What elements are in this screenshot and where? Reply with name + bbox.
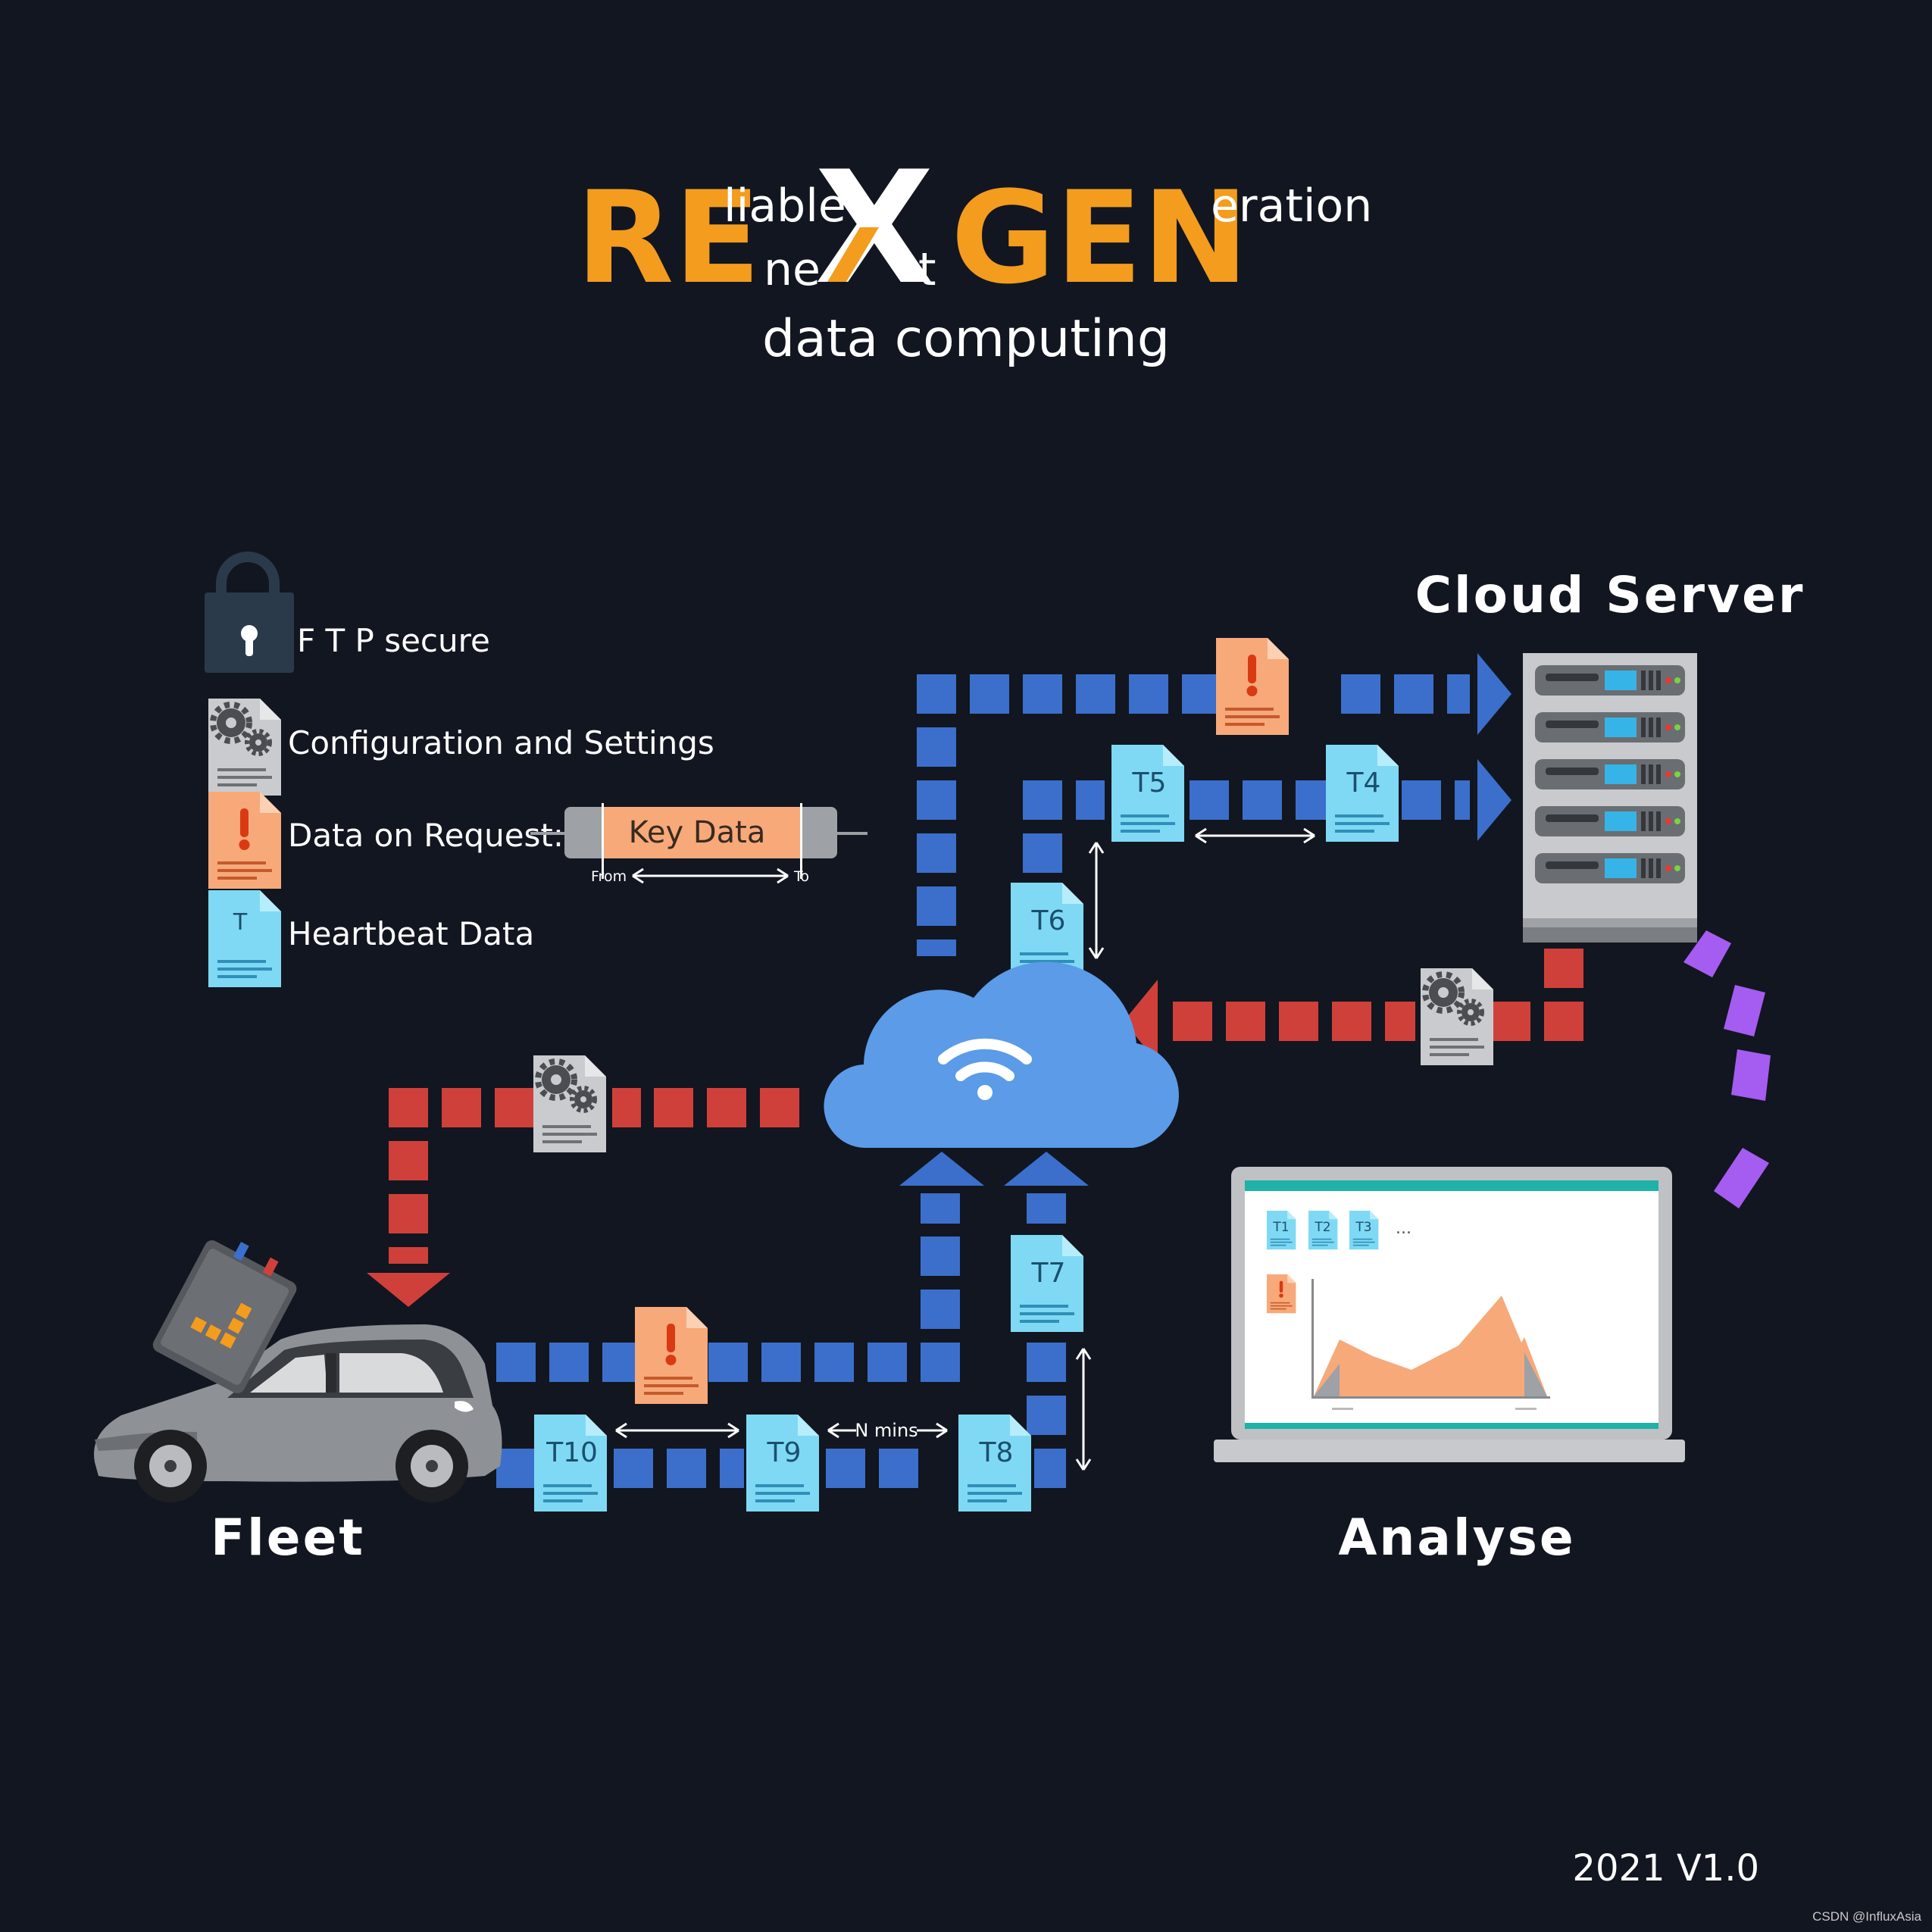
laptop-packet-t3: T3 <box>1349 1211 1379 1250</box>
legend: F T P secure Configuration and Settings … <box>205 552 868 987</box>
title-re: RE <box>576 164 761 312</box>
laptop-ellipsis: ... <box>1396 1219 1411 1238</box>
title-t: t <box>918 243 936 296</box>
laptop-packet-t2-label: T2 <box>1314 1220 1330 1235</box>
config-packet-left <box>533 1055 606 1152</box>
title-eration: eration <box>1211 180 1372 233</box>
heartbeat-doc-icon: T <box>208 890 281 987</box>
legend-config-label: Configuration and Settings <box>288 724 714 761</box>
watermark: CSDN @InfluxAsia <box>1812 1909 1921 1924</box>
packet-t7-label: T7 <box>1031 1258 1066 1289</box>
packet-t4-label: T4 <box>1346 767 1381 799</box>
request-packet-top <box>1216 638 1289 735</box>
packet-t9-label: T9 <box>767 1437 802 1468</box>
heartbeat-uplink-middle <box>1023 759 1512 873</box>
title-gen: GEN <box>951 164 1249 312</box>
legend-heartbeat-label: Heartbeat Data <box>288 915 534 952</box>
key-data-from-label: From <box>591 868 627 885</box>
version-label: 2021 V1.0 <box>1572 1847 1759 1890</box>
legend-request-label: Data on Request: <box>288 817 564 854</box>
wifi-icon <box>938 1038 1032 1100</box>
cloud-server-label: Cloud Server <box>1415 566 1805 624</box>
cloud-server-icon <box>1523 653 1697 943</box>
packet-t7: T7 <box>1011 1235 1083 1332</box>
heartbeat-uplink-bottom <box>496 1152 1089 1488</box>
interval-arrow-t9-t10 <box>615 1422 739 1439</box>
config-packet-right <box>1421 968 1493 1065</box>
cloud-icon <box>824 961 1179 1149</box>
analyse-link-arc <box>1683 930 1771 1208</box>
interval-label: N mins <box>855 1420 918 1441</box>
title-logo: RE liable ne X t GEN eration data comput… <box>576 139 1372 369</box>
request-packet-bottom <box>635 1307 708 1404</box>
key-data-to-label: To <box>793 868 809 885</box>
title-subtitle: data computing <box>762 309 1170 369</box>
interval-arrow-t7-t8 <box>1075 1348 1092 1471</box>
interval-arrow-t5-t4 <box>1195 827 1315 844</box>
title-liable: liable <box>724 180 846 233</box>
packet-t8: T8 <box>958 1415 1031 1512</box>
config-downlink-right <box>1124 949 1583 1063</box>
laptop-packet-t1-label: T1 <box>1272 1220 1289 1235</box>
config-doc-icon <box>208 699 281 796</box>
laptop-area-chart <box>1311 1279 1550 1410</box>
fleet-label: Fleet <box>211 1508 365 1567</box>
telematics-device-icon <box>152 1240 297 1394</box>
lock-icon <box>205 552 294 673</box>
packet-t8-label: T8 <box>979 1437 1014 1468</box>
fleet-car-icon <box>94 1240 502 1502</box>
packet-t6: T6 <box>1011 883 1083 980</box>
heartbeat-uplink-top <box>917 653 1512 956</box>
title-x-mark: X <box>814 139 934 319</box>
request-doc-icon <box>208 792 281 889</box>
heartbeat-icon-letter: T <box>233 909 248 936</box>
legend-ftp-label: F T P secure <box>297 622 490 659</box>
analyse-label: Analyse <box>1338 1508 1575 1567</box>
packet-t10: T10 <box>534 1415 607 1512</box>
key-data-bar: Key Data From To <box>530 803 868 885</box>
interval-arrow-t5-t6 <box>1088 842 1105 959</box>
laptop-packet-t1: T1 <box>1267 1211 1296 1250</box>
laptop-packet-t2: T2 <box>1308 1211 1338 1250</box>
packet-t4: T4 <box>1326 745 1399 842</box>
key-data-label: Key Data <box>629 815 766 850</box>
packet-t5: T5 <box>1111 745 1184 842</box>
laptop-packet-t3-label: T3 <box>1355 1220 1371 1235</box>
laptop-request-doc <box>1267 1274 1296 1314</box>
packet-t10-label: T10 <box>546 1437 598 1468</box>
packet-t9: T9 <box>746 1415 819 1512</box>
config-downlink-left <box>367 1088 799 1307</box>
analyse-laptop-icon: T1 T2 T3 ... <box>1214 1167 1685 1462</box>
packet-t6-label: T6 <box>1031 905 1066 936</box>
title-ne: ne <box>764 243 821 296</box>
packet-t5-label: T5 <box>1132 767 1167 799</box>
